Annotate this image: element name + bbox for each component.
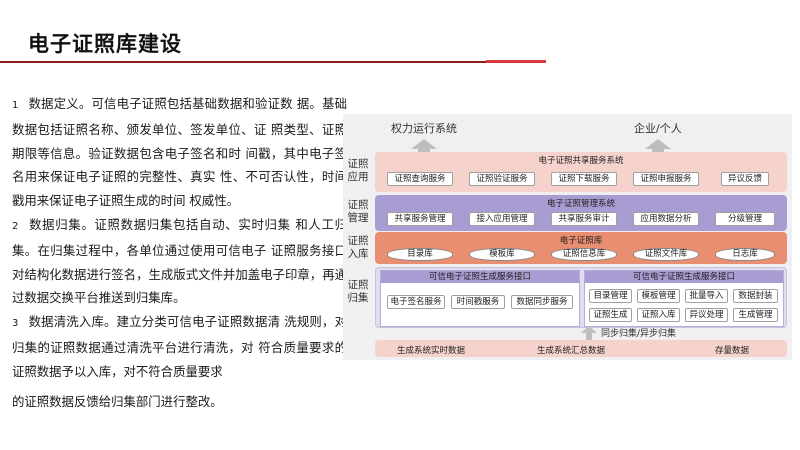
chip-data-analysis: 应用数据分析 (633, 212, 699, 226)
collection-band: 可信电子证照生成服务接口 电子签名服务 时间戳服务 数据同步服务 可信电子证照生… (375, 267, 787, 328)
db-log: 日志库 (715, 248, 775, 261)
panel-title: 可信电子证照生成服务接口 (585, 271, 783, 283)
side-label-store: 证照入库 (347, 235, 369, 260)
title-underline (0, 61, 486, 63)
chip-license-generation: 证照生成 (589, 308, 632, 322)
chip-template-mgmt: 模板管理 (637, 289, 680, 303)
up-arrow-icon (644, 139, 671, 149)
paragraph-3-text: 数据清洗入库。建立分类可信电子证照数据清 洗规则，对归集的证照数据通过清洗平台进… (12, 314, 347, 379)
chip-app-access-mgmt: 接入应用管理 (469, 212, 535, 226)
side-label-app: 证照应用 (347, 158, 369, 183)
source-stock-data: 存量数据 (715, 346, 750, 356)
paragraph-3-tail: 的证照数据反馈给归集部门进行整改。 (12, 393, 223, 409)
sync-label: 同步归集/异步归集 (601, 329, 677, 339)
up-arrow-stem (651, 149, 664, 154)
chip-share-mgmt: 共享服务管理 (387, 212, 453, 226)
db-license-info: 证照信息库 (551, 248, 617, 261)
chip-data-packaging: 数据封装 (733, 289, 778, 303)
paragraph-3-number: 3 (12, 318, 19, 330)
chip-query-service: 证照查询服务 (387, 172, 453, 186)
db-catalog: 目录库 (387, 248, 453, 261)
chip-data-sync: 数据同步服务 (511, 295, 573, 309)
chip-download-service: 证照下载服务 (551, 172, 617, 186)
side-label-collect: 证照归集 (347, 279, 369, 304)
panel-title: 可信电子证照生成服务接口 (381, 271, 579, 283)
top-target-label: 企业/个人 (634, 122, 682, 135)
architecture-diagram: 权力运行系统 企业/个人 证照应用 证照管理 证照入库 证照归集 电子证照共享服… (343, 114, 792, 360)
paragraph-2-text: 数据归集。证照数据归集包括自动、实时归集 和人工归集。在归集过程中，各单位通过使… (12, 216, 347, 306)
chip-tier-mgmt: 分级管理 (715, 212, 775, 226)
chip-objection-feedback: 异议反馈 (721, 172, 769, 186)
chip-generation-mgmt: 生成管理 (733, 308, 778, 322)
chip-share-audit: 共享服务审计 (551, 212, 617, 226)
chip-batch-import: 批量导入 (685, 289, 728, 303)
band-title: 电子证照共享服务系统 (538, 156, 624, 166)
up-arrow-icon (411, 139, 437, 149)
chip-objection-handling: 异议处理 (685, 308, 728, 322)
db-template: 模板库 (469, 248, 535, 261)
page-title: 电子证照库建设 (28, 32, 182, 56)
top-target-enterprise: 企业/个人 (634, 120, 682, 154)
chip-report-service: 证照申报服务 (633, 172, 699, 186)
license-database-band: 电子证照库 目录库 模板库 证照信息库 证照文件库 日志库 (375, 232, 787, 264)
sync-up-arrow-icon (581, 326, 597, 340)
paragraph-2-number: 2 (12, 220, 19, 232)
top-target-label: 权力运行系统 (391, 122, 457, 135)
db-license-file: 证照文件库 (633, 248, 699, 261)
chip-license-ingest: 证照入库 (637, 308, 680, 322)
data-source-band: 生成系统实时数据 生成系统汇总数据 存量数据 (375, 340, 787, 357)
chip-catalog-mgmt: 目录管理 (589, 289, 632, 303)
up-arrow-stem (418, 149, 430, 154)
management-band: 电子证照管理系统 共享服务管理 接入应用管理 共享服务审计 应用数据分析 分级管… (375, 195, 787, 231)
top-target-power-system: 权力运行系统 (391, 120, 457, 154)
source-summary-data: 生成系统汇总数据 (537, 346, 606, 356)
share-service-band: 电子证照共享服务系统 证照查询服务 证照验证服务 证照下载服务 证照申报服务 异… (375, 152, 787, 192)
chip-e-signature: 电子签名服务 (387, 295, 445, 309)
paragraph-1-number: 1 (12, 100, 19, 111)
band-title: 电子证照库 (559, 236, 603, 246)
title-underline-accent (486, 60, 546, 63)
chip-timestamp: 时间戳服务 (451, 295, 505, 309)
side-label-mgmt: 证照管理 (347, 199, 369, 224)
source-realtime-data: 生成系统实时数据 (397, 346, 466, 356)
chip-verify-service: 证照验证服务 (469, 172, 535, 186)
generation-interface-panel-left: 可信电子证照生成服务接口 电子签名服务 时间戳服务 数据同步服务 (380, 270, 580, 327)
generation-interface-panel-right: 可信电子证照生成服务接口 目录管理 模板管理 批量导入 数据封装 证照生成 证照… (584, 270, 784, 327)
paragraph-1-text: 数据定义。可信电子证照包括基础数据和验证数 据。基础数据包括证照名称、颁发单位、… (12, 96, 347, 209)
band-title: 电子证照管理系统 (546, 199, 615, 209)
